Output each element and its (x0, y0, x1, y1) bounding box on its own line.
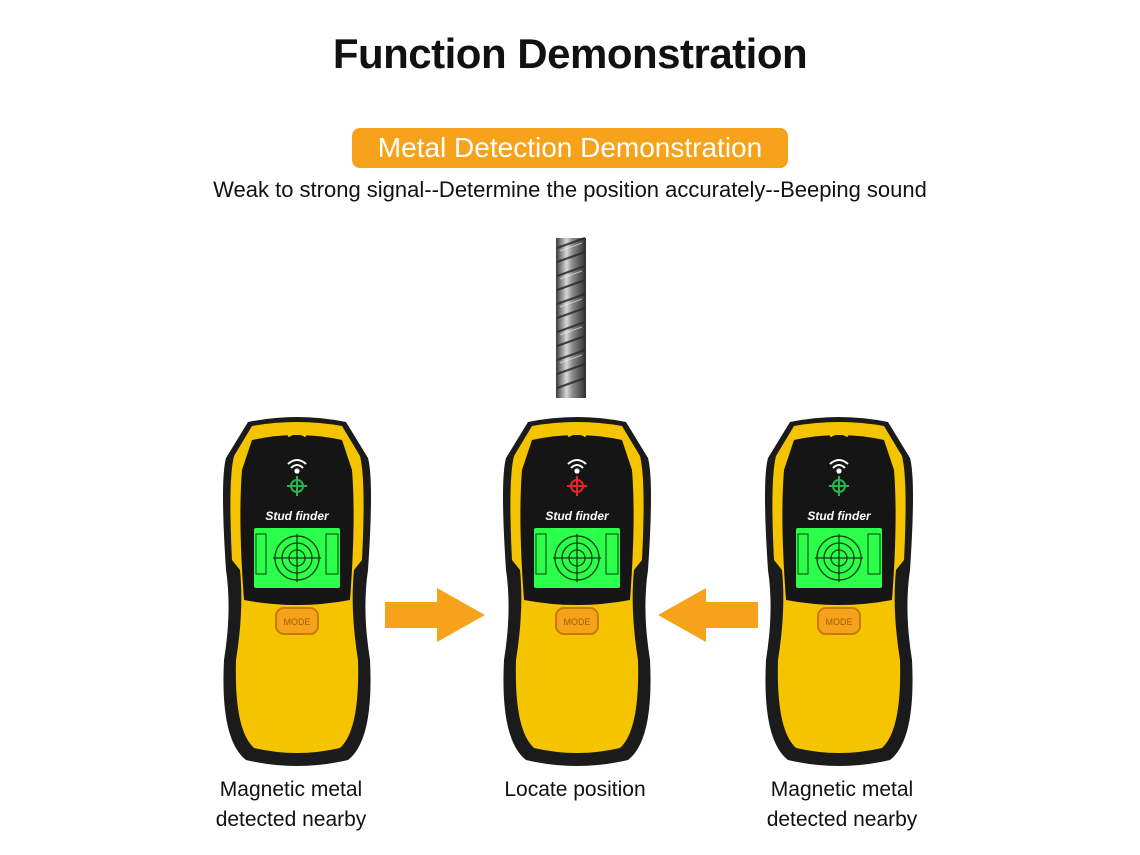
caption-line: Locate position (504, 778, 646, 801)
mode-button-label: MODE (564, 617, 591, 627)
signal-icon (567, 459, 587, 474)
brand-label: Stud finder (807, 509, 872, 523)
arrow-right-icon (385, 588, 485, 642)
page-title: Function Demonstration (332, 30, 808, 77)
stud-finder-left: Stud finder MODE (223, 417, 371, 766)
target-indicator-icon (829, 476, 849, 496)
arrow-left-icon (658, 588, 758, 642)
stud-finder-right: Stud finder MODE (765, 417, 913, 766)
caption-line: Magnetic metal (219, 778, 363, 801)
section-subtitle: Weak to strong signal--Determine the pos… (213, 177, 927, 202)
brand-label: Stud finder (545, 509, 610, 523)
section-badge: Metal Detection Demonstration (352, 128, 788, 168)
caption-left: Magnetic metal detected nearby (181, 775, 401, 835)
caption-center: Locate position (465, 775, 685, 805)
caption-line: detected nearby (215, 808, 367, 831)
target-indicator-icon (287, 476, 307, 496)
target-indicator-icon (567, 476, 587, 496)
signal-icon (287, 459, 307, 474)
mode-button-label: MODE (284, 617, 311, 627)
caption-line: Magnetic metal (770, 778, 914, 801)
mode-button-label: MODE (826, 617, 853, 627)
caption-right: Magnetic metal detected nearby (732, 775, 952, 835)
caption-line: detected nearby (766, 808, 918, 831)
stud-finder-center: Stud finder MODE (503, 417, 651, 766)
brand-label: Stud finder (265, 509, 330, 523)
rebar-icon (556, 236, 586, 398)
signal-icon (829, 459, 849, 474)
